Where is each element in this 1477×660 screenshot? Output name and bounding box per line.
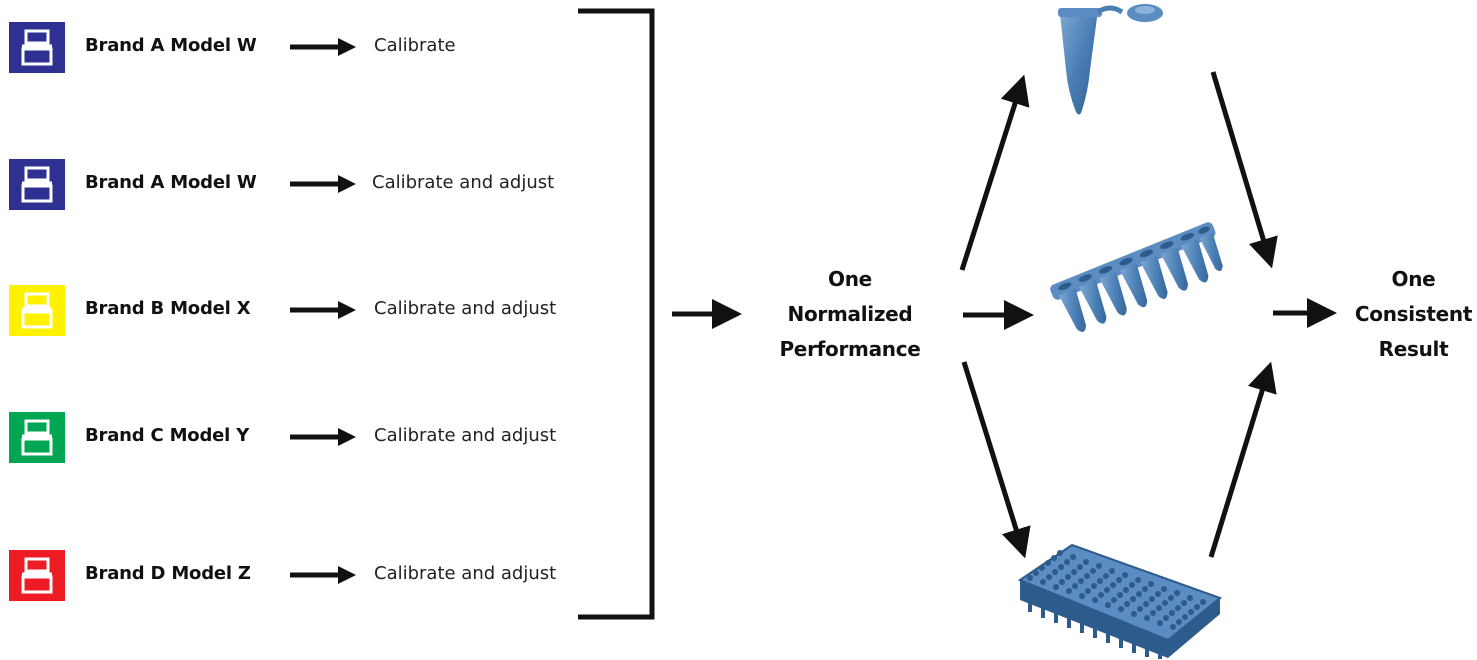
calibration-action: Calibrate (374, 35, 456, 56)
instrument-icon (9, 550, 65, 601)
instrument-model: Brand A Model W (85, 172, 257, 193)
consistent-result-label: One Consistent Result (1350, 262, 1477, 367)
instrument-icon (9, 285, 65, 336)
label-line: One (828, 267, 872, 291)
microcentrifuge-tube-icon (1058, 4, 1163, 115)
instrument-icon (9, 22, 65, 73)
calibration-action: Calibrate and adjust (374, 298, 557, 319)
arrow-icon (959, 74, 1030, 271)
label-line: Normalized (787, 302, 913, 326)
label-line: Consistent (1354, 302, 1473, 326)
arrow-icon (961, 361, 1031, 559)
arrow-icon (290, 175, 356, 193)
instrument-model: Brand A Model W (85, 35, 257, 56)
arrow-icon (1210, 71, 1278, 269)
arrow-icon (290, 566, 356, 584)
grouping-bracket (578, 8, 655, 620)
arrow-icon (290, 38, 356, 56)
instrument-model: Brand B Model X (85, 298, 251, 319)
arrow-icon (1208, 361, 1277, 558)
well-plate-icon (1017, 543, 1223, 659)
calibration-action: Calibrate and adjust (374, 425, 557, 446)
arrow-icon (290, 301, 356, 319)
instrument-icon (9, 159, 65, 210)
arrow-icon (290, 428, 356, 446)
instrument-model: Brand D Model Z (85, 563, 251, 584)
pcr-strip-icon (1050, 222, 1223, 332)
label-line: Performance (779, 337, 921, 361)
label-line: One (1391, 267, 1436, 291)
normalized-performance-label: One Normalized Performance (760, 262, 940, 367)
instrument-icon (9, 412, 65, 463)
instrument-model: Brand C Model Y (85, 425, 250, 446)
calibration-action: Calibrate and adjust (374, 563, 557, 584)
label-line: Result (1378, 337, 1449, 361)
calibration-action: Calibrate and adjust (372, 172, 555, 193)
